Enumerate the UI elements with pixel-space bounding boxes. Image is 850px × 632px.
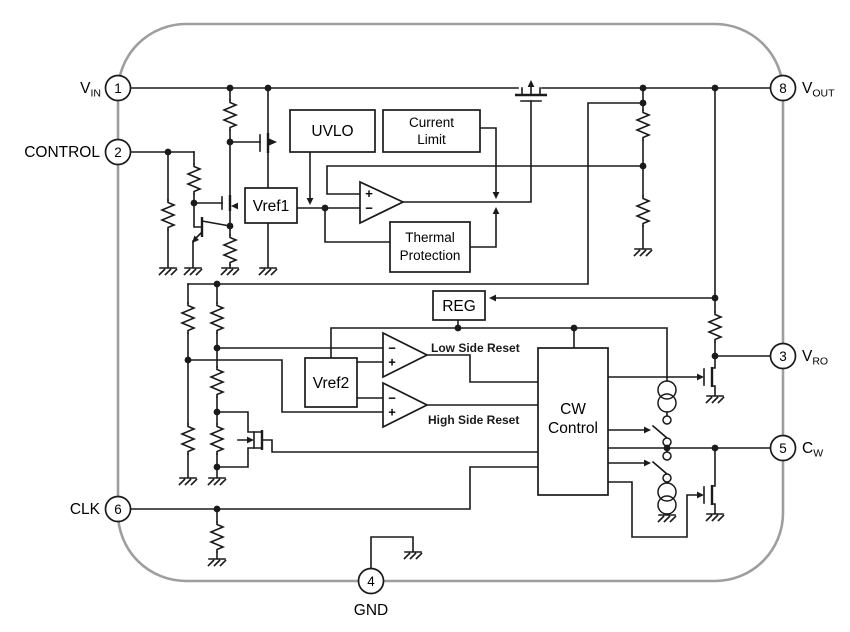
current-source-icon — [657, 380, 677, 400]
vref2-label: Vref2 — [313, 375, 349, 392]
ground-icon — [403, 551, 423, 560]
low-side-comparator: − + — [382, 331, 429, 379]
resistor — [636, 195, 650, 227]
ground-icon — [258, 267, 278, 276]
vref1-block: Vref1 — [244, 187, 298, 224]
cw-control-label-2: Control — [548, 420, 598, 437]
nmos-divider-switch — [247, 430, 264, 450]
current-limit-label-1: Current — [409, 115, 454, 130]
pin-5-label: CW — [802, 440, 823, 460]
cw-charge-pump — [657, 380, 677, 515]
resistor — [181, 423, 195, 455]
chip-outline — [116, 22, 785, 583]
ground-icon — [705, 395, 725, 404]
minus-sign: − — [388, 341, 396, 356]
current-limit-label-2: Limit — [417, 132, 446, 147]
high-side-reset-label: High Side Reset — [428, 413, 519, 427]
arrowheads — [306, 192, 651, 467]
pin-8-number: 8 — [779, 81, 787, 96]
ground-icon — [657, 514, 677, 523]
vref1-label: Vref1 — [253, 198, 289, 215]
thermal-protection-block: Thermal Protection — [389, 221, 471, 273]
junction-dots — [164, 84, 719, 513]
ground-icon — [158, 267, 178, 276]
uvlo-block: UVLO — [289, 109, 376, 153]
pin-1-number: 1 — [114, 81, 122, 96]
wires — [130, 86, 772, 570]
vref2-block: Vref2 — [304, 357, 358, 408]
pin-2-label: CONTROL — [24, 144, 100, 161]
pin-3-label: VRO — [802, 348, 828, 368]
amplifiers: + − − + − + Low Side Reset High Side Res… — [359, 180, 520, 429]
bjt-control — [192, 217, 204, 243]
pin-2-control: 2 CONTROL — [24, 138, 132, 166]
switch-contact — [662, 415, 672, 425]
pmos-pass-transistor — [515, 80, 547, 102]
reg-block: REG — [432, 290, 486, 321]
resistor — [181, 302, 195, 334]
switch-contact — [662, 473, 672, 483]
ground-icon — [220, 267, 240, 276]
ground-icon — [178, 477, 198, 486]
resistor — [161, 199, 175, 231]
resistor — [210, 302, 224, 334]
plus-sign: + — [365, 186, 373, 201]
resistor — [223, 234, 237, 266]
pmos-vref1-supply — [259, 133, 277, 153]
pin-4-label: GND — [354, 602, 388, 619]
resistor — [210, 366, 224, 398]
pin-8-label: VOUT — [802, 80, 835, 100]
pin-5-number: 5 — [779, 441, 787, 456]
plus-sign: + — [388, 355, 396, 370]
pin-4-number: 4 — [367, 574, 375, 589]
ground-icon — [183, 267, 203, 276]
nmos-vro — [697, 367, 714, 387]
pin-1-label: VIN — [80, 80, 101, 100]
minus-sign: − — [365, 201, 373, 216]
pin-3-number: 3 — [779, 349, 787, 364]
resistor — [223, 99, 237, 131]
current-source-icon — [657, 482, 677, 502]
resistor — [210, 521, 224, 553]
pin-4-gnd: 4 GND — [354, 567, 388, 619]
resistor — [187, 163, 201, 195]
thermal-label-1: Thermal — [405, 230, 455, 245]
resistor — [210, 423, 224, 455]
resistor — [708, 311, 722, 343]
pin-6-label: CLK — [70, 501, 101, 518]
nmos-control — [221, 195, 238, 211]
functional-blocks: UVLO Current Limit Vref1 Thermal Protect… — [244, 109, 609, 496]
cw-control-block: CW Control — [537, 347, 609, 496]
ground-icon — [207, 477, 227, 486]
pins: 1 VIN 2 CONTROL 6 CLK 4 GND 8 VOUT 3 VRO — [24, 74, 835, 619]
pin-6-number: 6 — [114, 502, 122, 517]
ground-icon — [705, 513, 725, 522]
low-side-reset-label: Low Side Reset — [431, 341, 520, 355]
pin-1-vin: 1 VIN — [80, 74, 132, 102]
ground-icon — [207, 558, 227, 567]
pin-8-vout: 8 VOUT — [769, 74, 835, 102]
current-source-icon — [657, 393, 677, 413]
minus-sign: − — [388, 391, 396, 406]
plus-sign: + — [388, 405, 396, 420]
pin-5-cw: 5 CW — [769, 434, 823, 462]
error-amplifier: + − — [359, 180, 405, 225]
current-limit-block: Current Limit — [382, 109, 481, 153]
pin-3-vro: 3 VRO — [769, 342, 828, 370]
uvlo-label: UVLO — [311, 123, 353, 140]
nmos-cw — [697, 485, 714, 505]
resistor — [636, 109, 650, 141]
pin-6-clk: 6 CLK — [70, 495, 132, 523]
resistors — [161, 99, 722, 553]
pin-2-number: 2 — [114, 145, 122, 160]
transistors — [192, 80, 714, 505]
reg-label: REG — [442, 298, 476, 315]
switch-contact — [662, 451, 672, 461]
cw-control-label-1: CW — [560, 401, 586, 418]
ground-icon — [633, 248, 653, 257]
high-side-comparator: − + — [382, 381, 429, 429]
thermal-label-2: Protection — [400, 248, 461, 263]
current-source-icon — [657, 495, 677, 515]
